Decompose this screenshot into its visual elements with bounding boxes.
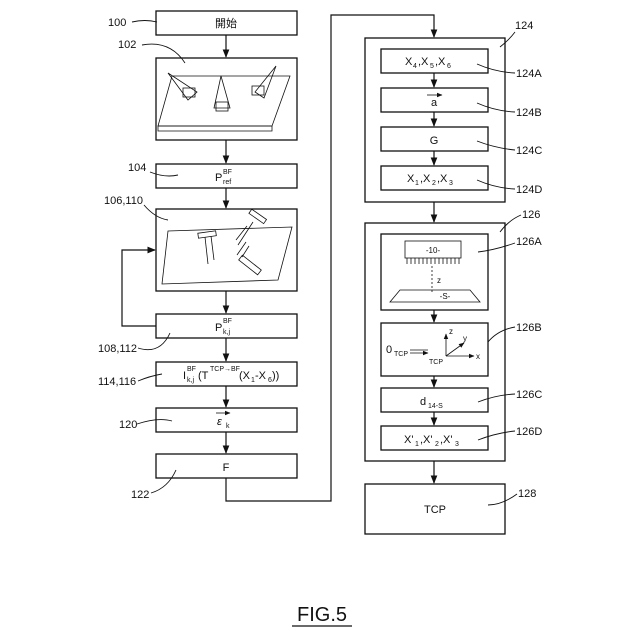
- step-114-sub: k,j: [187, 377, 194, 384]
- axis-x: x: [476, 352, 480, 361]
- axis-tcp: TCP: [429, 359, 443, 366]
- ref-102: 102: [118, 39, 136, 51]
- axis-z: z: [449, 327, 453, 336]
- svg-text:,X': ,X': [440, 434, 453, 446]
- ref-126: 126: [522, 209, 540, 221]
- surface-label: -S-: [440, 292, 451, 301]
- ref-126C: 126C: [516, 389, 542, 401]
- svg-text:4: 4: [413, 63, 417, 70]
- ref-126A: 126A: [516, 236, 542, 248]
- step-108-main: P: [215, 322, 222, 334]
- ref-124C: 124C: [516, 145, 542, 157]
- step-120-main: ε: [217, 416, 222, 428]
- ref-124: 124: [515, 20, 533, 32]
- step-114-dash: -X: [255, 370, 267, 382]
- box-126B-main: 0: [386, 344, 392, 356]
- start-label: 開始: [215, 16, 237, 30]
- box-124C-text: G: [430, 135, 439, 147]
- step-120-sub: k: [226, 423, 230, 430]
- svg-text:6: 6: [447, 63, 451, 70]
- step-122-main: F: [223, 462, 230, 474]
- svg-text:,X': ,X': [420, 434, 433, 446]
- ref-124D: 124D: [516, 184, 542, 196]
- svg-text:1: 1: [415, 180, 419, 187]
- svg-text:,X: ,X: [420, 173, 431, 185]
- svg-text:1: 1: [415, 441, 419, 448]
- step-106-box: [156, 209, 297, 291]
- box-126C-sub: 14-S: [428, 403, 443, 410]
- robot-label: -10-: [426, 246, 441, 255]
- figure-label: FIG.5: [297, 604, 347, 626]
- svg-text:2: 2: [435, 441, 439, 448]
- step-114-sup: BF: [187, 366, 196, 373]
- svg-text:3: 3: [455, 441, 459, 448]
- box-124A-content: X4 ,X5 ,X6: [405, 56, 451, 70]
- svg-text:X: X: [407, 173, 415, 185]
- step-114-main: I: [183, 370, 186, 382]
- step-114-close: )): [272, 370, 279, 382]
- step-114-paren-open: (T: [198, 370, 209, 382]
- step-104-sup: BF: [223, 169, 232, 176]
- ref-108: 108,112: [98, 343, 137, 355]
- ref-114: 114,116: [98, 376, 136, 388]
- box-126B: [381, 323, 488, 376]
- ref-106: 106,110: [104, 195, 143, 207]
- step-114-sup2: TCP→BF: [210, 366, 240, 373]
- ref-124B: 124B: [516, 107, 542, 119]
- step-104-main: P: [215, 172, 222, 184]
- ref-126D: 126D: [516, 426, 542, 438]
- svg-text:,X: ,X: [418, 56, 429, 68]
- ref-104: 104: [128, 162, 146, 174]
- svg-text:X': X': [404, 434, 413, 446]
- axis-y: y: [463, 334, 467, 343]
- step-102-box: [156, 58, 297, 140]
- box-124B-text: a: [431, 97, 438, 109]
- ref-124A: 124A: [516, 68, 542, 80]
- svg-text:3: 3: [449, 180, 453, 187]
- ref-126B: 126B: [516, 322, 542, 334]
- box-126D-content: X'1 ,X'2 ,X'3: [404, 434, 459, 448]
- box-124D-content: X1 ,X2 ,X3: [407, 173, 453, 187]
- leader-100: [132, 21, 157, 23]
- svg-text:X: X: [405, 56, 413, 68]
- ref-100: 100: [108, 17, 126, 29]
- svg-text:5: 5: [430, 63, 434, 70]
- feedback-loop-arrow: [122, 250, 156, 326]
- box-126C-main: d: [420, 396, 426, 408]
- step-104-sub: ref: [223, 179, 231, 186]
- box-128-text: TCP: [424, 504, 446, 516]
- svg-text:,X: ,X: [437, 173, 448, 185]
- svg-text:,X: ,X: [435, 56, 446, 68]
- step-108-sup: BF: [223, 318, 232, 325]
- ref-128: 128: [518, 488, 536, 500]
- axis-z-label: z: [437, 276, 441, 285]
- box-126B-sub: TCP: [394, 351, 408, 358]
- ref-122: 122: [131, 489, 149, 501]
- step-108-sub: k,j: [223, 329, 230, 336]
- ref-120: 120: [119, 419, 137, 431]
- svg-text:2: 2: [432, 180, 436, 187]
- step-114-rest: (X: [239, 370, 251, 382]
